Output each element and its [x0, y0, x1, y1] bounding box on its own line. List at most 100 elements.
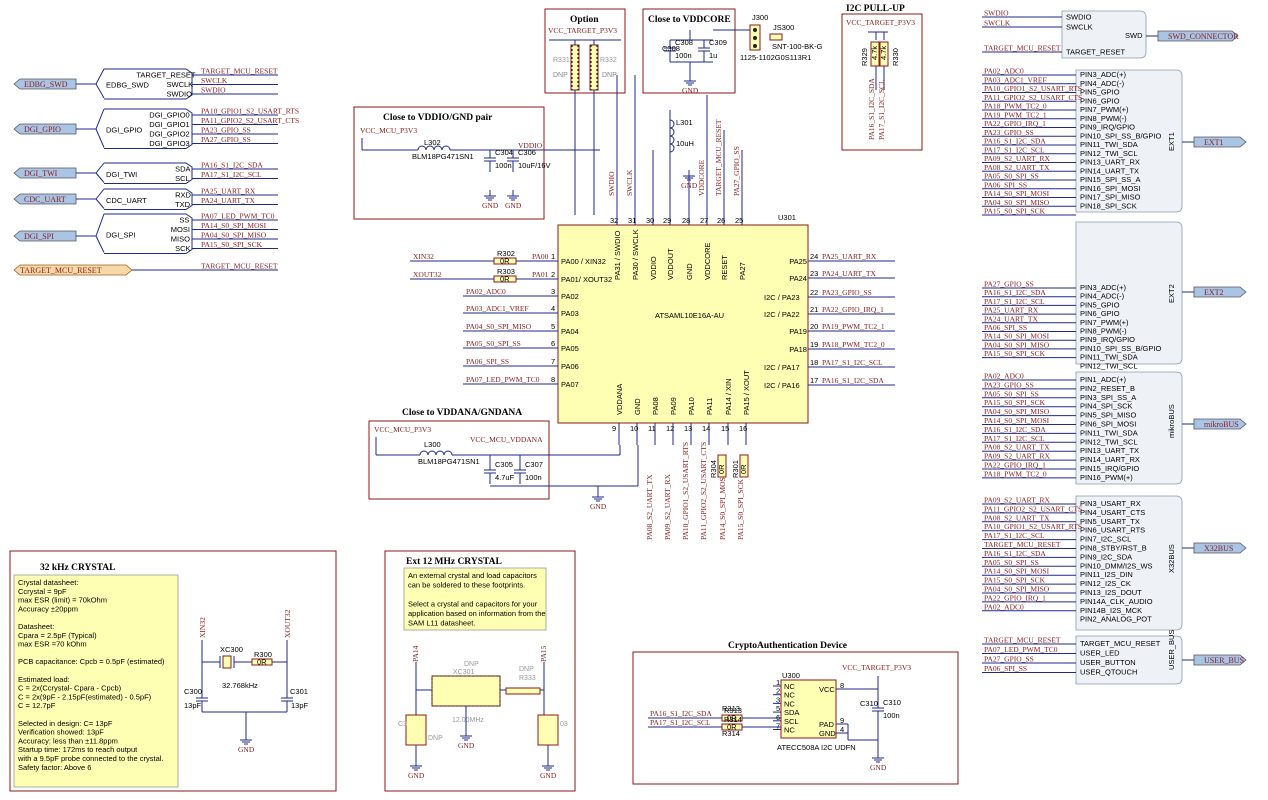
mcu-top-pin-name: VDDOUT [666, 248, 675, 280]
group-title: EDBG_SWD [106, 81, 150, 90]
connector-pin: USER_LED [1080, 649, 1120, 658]
group-pin: DGI_GPIO1 [149, 120, 189, 129]
pullup-vcc: VCC_TARGET_P3V3 [846, 18, 915, 27]
group-net: PA10_GPIO1_S2_USART_RTS [201, 107, 299, 116]
mcu-top-pin-name: GND [685, 263, 694, 280]
mcu-pin-name: PA24 [789, 274, 807, 283]
mcu-bottom-pin-net: PA09_S2_UART_RX [663, 473, 672, 540]
mcu-pin-short: PA00 [532, 252, 549, 261]
connector-pin: PIN5_GPIO [1080, 300, 1120, 309]
connector-pin: PIN11_TWI_SDA [1080, 140, 1138, 149]
crystal12-note-line: application based on information from th… [408, 609, 546, 618]
wire [95, 83, 105, 99]
cap-ref: C305 [495, 460, 513, 469]
crystal32-gnd-icon [240, 739, 252, 745]
connector-pin: PIN12_I2S_CK [1080, 579, 1131, 588]
group-pin: SCK [175, 244, 190, 253]
mcu-pin-net: PA19_PWM_TC2_1 [822, 322, 885, 331]
crypto-pin-name: PAD [819, 720, 834, 729]
r331-icon [570, 44, 580, 91]
connector-net: PA16_S1_I2C_SDA [984, 549, 1046, 558]
connector-pin: PIN6_GPIO [1080, 96, 1120, 105]
connector-net: PA17_S1_I2C_SCL [984, 434, 1045, 443]
bus-bracket [104, 162, 193, 184]
vddio-block-title: Close to VDDIO/GND pair [383, 113, 493, 123]
mcu-bottom-pin-name: VDDANA [615, 384, 624, 415]
option-title: Option [570, 15, 599, 25]
c306-gnd-icon [507, 195, 519, 201]
connector-pin: PIN11_I2S_DIN [1080, 570, 1133, 579]
connector-pin: PIN7_I2C_SCL [1080, 535, 1131, 544]
mcu-pin-name: I2C / PA16 [764, 381, 800, 390]
userbus-port[interactable] [1193, 654, 1247, 666]
group-net: PA23_GPIO_SS [201, 126, 251, 135]
mcu-top-pin-name: VDDIO [649, 256, 658, 280]
c301-value: 13pF [291, 701, 309, 710]
mcu-pin-num: 11 [648, 424, 656, 433]
i2c-pullup-block [841, 13, 923, 151]
mcu-pin-net: XIN32 [413, 252, 434, 261]
connector-net: PA18_PWM_TC2_0 [984, 102, 1047, 111]
connector-pin: PIN9_IRQ/GPIO [1080, 123, 1135, 132]
js300-icon [769, 33, 783, 41]
crystal32-note-line: Ccrystal = 9pF [18, 587, 67, 596]
connector-pin: PIN10_SPI_SS_B/GPIO [1080, 131, 1161, 140]
crystal32-note-line: C = 2x(9pF - 2.15pF(estimated) - 0.5pF) [18, 692, 152, 701]
mcu-pin-num: 21 [810, 305, 818, 314]
c300-ref: C300 [184, 687, 202, 696]
crystal32-note-line: max ESR =70 kOhm [18, 640, 87, 649]
dgi-gpio-port-label: DGI_GPIO [24, 125, 61, 134]
crystal12-block [384, 550, 576, 792]
wire [95, 172, 105, 183]
mikrobus-port[interactable] [1193, 418, 1247, 430]
cap-ref: C308 [675, 38, 693, 47]
cap-value: 100n [495, 161, 512, 170]
mcu-bottom-pin-net: PA15_S0_SPI_SCK [736, 478, 745, 540]
js300-ref: JS300 [773, 23, 794, 32]
crystal32-note-line: Selected in design: C= 13pF [18, 719, 113, 728]
crystal12-note [403, 567, 547, 631]
group-pin: SCL [175, 174, 190, 183]
mcu-pin-num: 3 [551, 287, 555, 296]
crypto-pin-num: 3 [776, 695, 780, 704]
swd-net: TARGET_MCU_RESET [984, 44, 1061, 53]
x32bus-port[interactable] [1193, 542, 1247, 554]
connector-bracket [1075, 495, 1183, 631]
mcu-pin-num: 9 [612, 424, 616, 433]
mcu-pin-num: 8 [551, 375, 555, 384]
group-net: PA25_UART_RX [201, 187, 256, 196]
vddcore-gnd-icon [684, 80, 696, 86]
ext2-port[interactable] [1193, 286, 1247, 298]
group-pin: MISO [171, 235, 190, 244]
connector-pin: PIN10_DMM/I2S_WS [1080, 561, 1153, 570]
mcu-pin-num: 32 [610, 216, 618, 225]
connector-pin: PIN12_TWI_SCL [1080, 437, 1138, 446]
connector-pin: PIN13_UART_RX [1080, 158, 1140, 167]
connector-label: EXT1 [1167, 132, 1176, 151]
xc300-ref: XC300 [220, 645, 243, 654]
mcu-pin-num: 31 [628, 216, 636, 225]
crystal32-note-line: Accuracy ±20ppm [18, 604, 78, 613]
mcu-gnd-icon [683, 175, 695, 181]
mcu-pin-net: PA05_S0_SPI_SS [466, 339, 521, 348]
swd-connector-port[interactable] [1157, 30, 1239, 42]
connector-pin: PIN3_SPI_SS_A [1080, 393, 1136, 402]
r329-ref: R329 [860, 48, 869, 66]
vddcore-block [642, 8, 736, 94]
crypto-pin-num: 5 [776, 704, 780, 713]
option-block [544, 8, 626, 94]
connector-label: EXT2 [1167, 284, 1176, 303]
bottom-resistor-ref: R304 [709, 460, 718, 478]
crypto-title: CryptoAuthentication Device [728, 641, 847, 651]
vddana-gnd-icon [592, 496, 604, 502]
reset-net: TARGET_MCU_RESET [201, 262, 278, 271]
vddana-vcc-mcu: VCC_MCU_P3V3 [374, 425, 431, 434]
connector-net: PA17_S1_I2C_SCL [984, 297, 1045, 306]
mcu-pin-name: PA00 / XIN32 [561, 257, 606, 266]
crypto-vcc: VCC_TARGET_P3V3 [842, 663, 911, 672]
connector-net: PA19_PWM_TC2_1 [984, 110, 1047, 119]
connector-net: PA16_S1_I2C_SDA [984, 137, 1046, 146]
ext1-port[interactable] [1193, 136, 1247, 148]
swd-pin: SWDIO [1066, 13, 1092, 22]
crypto-ref: U300 [782, 671, 800, 680]
